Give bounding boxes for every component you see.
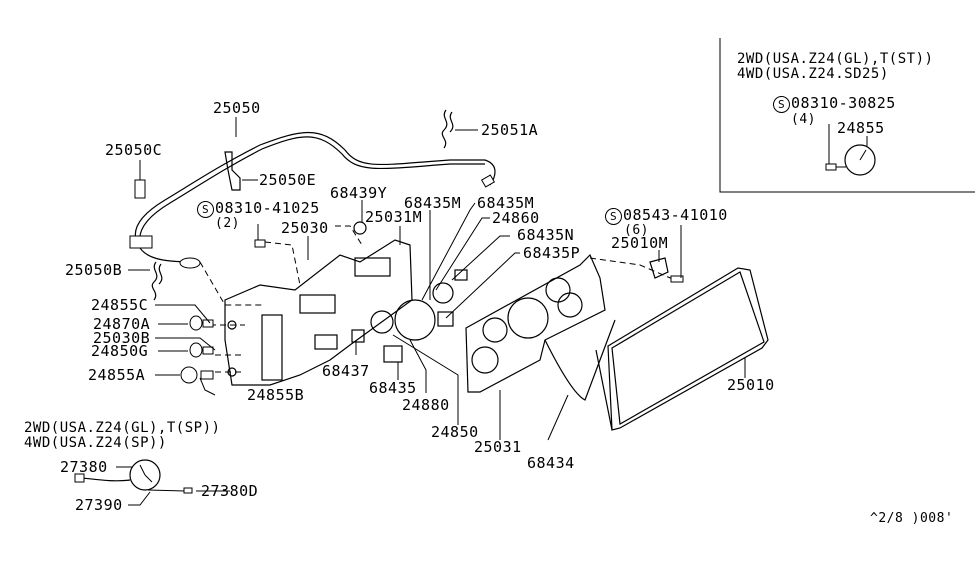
inset-note-line-1: 2WD(USA.Z24(GL),T(ST)) [737, 51, 934, 67]
service-symbol-icon: S [197, 201, 214, 218]
bracket-25010M [649, 257, 669, 279]
part-label-24850G[interactable]: 24850G [91, 342, 149, 360]
lower-note-line-1: 2WD(USA.Z24(GL),T(SP)) [24, 420, 221, 436]
clip-25051A [441, 109, 454, 149]
bracket-25050E [224, 151, 241, 191]
screw-qty-6: (6) [624, 223, 649, 238]
inset-screw-qty: (4) [791, 112, 816, 127]
part-label-24855B[interactable]: 24855B [247, 386, 305, 404]
lens-68435N [454, 269, 468, 281]
part-label-27380[interactable]: 27380 [60, 458, 108, 476]
part-label-24850[interactable]: 24850 [431, 423, 479, 441]
clip-25050C [134, 179, 146, 199]
part-label-25050E[interactable]: 25050E [259, 171, 317, 189]
part-label-68435M-b[interactable]: 68435M [477, 194, 535, 212]
part-label-68434[interactable]: 68434 [527, 454, 575, 472]
clock-bulb-27380D [183, 487, 193, 494]
inset-gauge-24855 [844, 144, 876, 176]
speedometer-24880 [394, 299, 436, 341]
lens-68435P [437, 311, 454, 327]
part-label-68435[interactable]: 68435 [369, 379, 417, 397]
part-label-25030[interactable]: 25030 [281, 219, 329, 237]
part-label-25010M[interactable]: 25010M [611, 234, 669, 252]
inset-frame [719, 38, 975, 193]
gauge-24860 [432, 282, 454, 304]
part-label-24855[interactable]: 24855 [837, 119, 885, 137]
screw-part-08310-41025[interactable]: 08310-41025 [215, 199, 320, 217]
part-label-27390[interactable]: 27390 [75, 496, 123, 514]
knob-68439Y [353, 221, 367, 235]
cluster-housing-25030 [224, 239, 413, 386]
lower-note-line-2: 4WD(USA.Z24(SP)) [24, 435, 167, 451]
part-label-68437[interactable]: 68437 [322, 362, 370, 380]
part-label-68439Y[interactable]: 68439Y [330, 184, 388, 202]
part-label-25050C[interactable]: 25050C [105, 141, 163, 159]
part-label-25051A[interactable]: 25051A [481, 121, 539, 139]
speedometer-cable [129, 131, 496, 269]
part-label-24855C[interactable]: 24855C [91, 296, 149, 314]
lens-68437 [351, 329, 365, 343]
service-symbol-icon: S [773, 96, 790, 113]
service-symbol-icon: S [605, 208, 622, 225]
figure-code: ^2/8 )008' [870, 511, 954, 526]
inset-screw-part[interactable]: 08310-30825 [791, 94, 896, 112]
part-label-25031M[interactable]: 25031M [365, 208, 423, 226]
screw-part-08543-41010[interactable]: 08543-41010 [623, 206, 728, 224]
screw-08310-41025 [254, 239, 266, 248]
shroud-68434 [544, 319, 616, 401]
clock-27380 [129, 459, 161, 491]
clip-25050B [151, 261, 163, 301]
inset-note-line-2: 4WD(USA.Z24.SD25) [737, 66, 889, 82]
part-label-25030B[interactable]: 25030B [93, 329, 151, 347]
part-label-25050B[interactable]: 25050B [65, 261, 123, 279]
lens-68435 [383, 345, 403, 363]
part-label-27380D[interactable]: 27380D [201, 482, 259, 500]
leader-lines [116, 117, 868, 506]
cluster-lid-25031 [465, 253, 606, 393]
inset-screw [825, 163, 837, 171]
screw-08543 [670, 275, 684, 283]
part-label-25031[interactable]: 25031 [474, 438, 522, 456]
part-label-25050[interactable]: 25050 [213, 99, 261, 117]
bulb-sockets [180, 315, 214, 384]
part-label-24860[interactable]: 24860 [492, 209, 540, 227]
part-label-24855A[interactable]: 24855A [88, 366, 146, 384]
part-label-25010[interactable]: 25010 [727, 376, 775, 394]
cluster-lens-25010 [595, 267, 769, 431]
part-label-68435N[interactable]: 68435N [517, 226, 575, 244]
part-label-24880[interactable]: 24880 [402, 396, 450, 414]
part-label-68435M-a[interactable]: 68435M [404, 194, 462, 212]
clock-harness [81, 477, 131, 482]
part-label-24870A[interactable]: 24870A [93, 315, 151, 333]
screw-qty-2: (2) [215, 216, 240, 231]
part-label-68435P[interactable]: 68435P [523, 244, 581, 262]
gauge-24850 [370, 310, 394, 334]
